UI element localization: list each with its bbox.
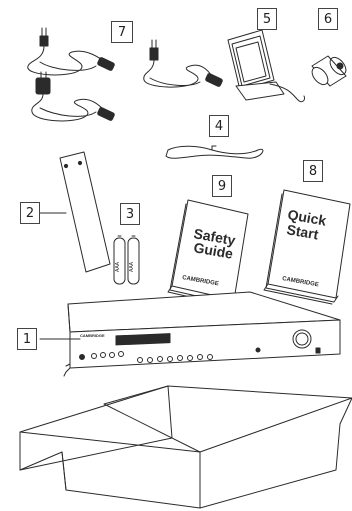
amplifier — [64, 292, 340, 376]
fm-wire-antenna — [166, 146, 263, 158]
callout-3: 3 — [120, 203, 140, 225]
callout-8: 8 — [303, 160, 323, 182]
amplifier-brand: CAMBRIDGE — [80, 333, 105, 338]
callout-6: 6 — [318, 8, 338, 30]
power-cord-eu — [28, 28, 115, 75]
callout-2: 2 — [20, 202, 40, 224]
callout-5: 5 — [257, 8, 277, 30]
callout-7: 7 — [111, 21, 133, 43]
battery-label-a: AAA — [115, 261, 121, 272]
battery-label-b: AAA — [129, 261, 135, 272]
remote-control — [60, 152, 110, 272]
am-loop-antenna — [228, 30, 305, 102]
quick-start-booklet — [264, 190, 350, 304]
power-cord-us — [144, 40, 223, 87]
power-cord-uk — [32, 72, 115, 121]
callout-1: 1 — [17, 328, 37, 350]
open-carton-box — [20, 386, 352, 508]
fm-adapter — [309, 54, 349, 87]
aaa-batteries — [114, 236, 139, 284]
callout-9: 9 — [212, 175, 232, 197]
callout-4: 4 — [209, 115, 229, 137]
